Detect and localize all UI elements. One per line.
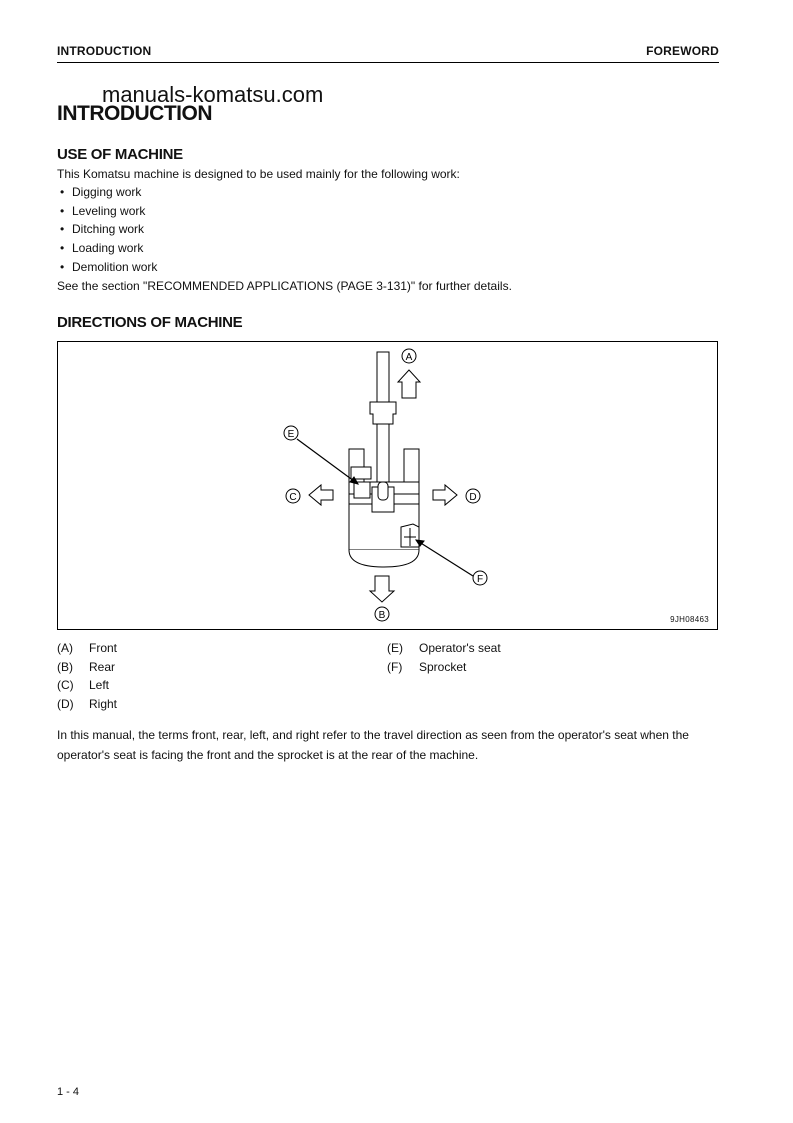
boom-pin-shape [377, 481, 389, 501]
legend-row: (D)Right [57, 697, 118, 712]
svg-text:C: C [289, 492, 296, 503]
running-header-section: INTRODUCTION [57, 44, 152, 58]
machine-top-view-diagram: A B C D E F [283, 348, 488, 622]
use-of-machine-intro: This Komatsu machine is designed to be u… [57, 167, 460, 181]
bullet-icon: • [60, 185, 65, 199]
boom-foot-shape [369, 401, 397, 425]
list-item: •Demolition work [57, 258, 157, 277]
legend-row: (E)Operator's seat [387, 641, 501, 655]
page-title: INTRODUCTION [57, 102, 213, 125]
label-a-marker: A [401, 348, 417, 364]
header-rule [57, 62, 719, 63]
list-item: •Digging work [57, 183, 157, 202]
sprocket-leader-arrowhead [414, 539, 425, 547]
front-arrow-icon [396, 369, 422, 399]
bullet-icon: • [60, 241, 65, 256]
legend-row: (C)Left [57, 678, 110, 693]
directions-heading: DIRECTIONS OF MACHINE [57, 314, 243, 331]
seat-leader-arrowhead [349, 476, 360, 485]
seat-leader-line [296, 438, 359, 485]
rear-arrow-icon [368, 575, 396, 603]
label-c-marker: C [285, 488, 301, 504]
left-arrow-icon [308, 483, 334, 507]
right-arrow-icon [432, 483, 458, 507]
list-item: •Ditching work [57, 220, 157, 239]
bullet-icon: • [60, 222, 65, 237]
counterweight-shape [348, 549, 420, 568]
legend-left: (A)Front (B)Rear (C)Left (D)Right [57, 639, 117, 714]
list-item: •Leveling work [57, 202, 157, 221]
operator-seat-shape [353, 481, 371, 499]
label-d-marker: D [465, 488, 481, 504]
page-number: 1 - 4 [57, 1086, 80, 1098]
svg-text:F: F [477, 574, 483, 585]
label-b-marker: B [374, 606, 390, 622]
directions-paragraph: In this manual, the terms front, rear, l… [57, 728, 689, 762]
svg-text:D: D [469, 492, 476, 503]
svg-text:E: E [288, 429, 295, 440]
watermark-text: manuals-komatsu.com [102, 82, 324, 107]
figure-code: 9JH08463 [670, 615, 709, 624]
label-e-marker: E [283, 425, 299, 441]
use-of-machine-heading: USE OF MACHINE [57, 146, 183, 163]
legend-row: (B)Rear [57, 659, 116, 674]
svg-text:A: A [406, 352, 413, 363]
sprocket-leader-line [415, 539, 474, 577]
label-f-marker: F [472, 570, 488, 586]
legend-row: (F)Sprocket [387, 659, 467, 674]
list-item: •Loading work [57, 239, 157, 258]
see-also-text: See the section "RECOMMENDED APPLICATION… [57, 279, 512, 293]
legend-row: (A)Front [57, 641, 118, 655]
cab-shape [350, 466, 372, 480]
bullet-icon: • [60, 259, 65, 274]
legend-right: (E)Operator's seat (F)Sprocket [387, 639, 501, 676]
work-list: •Digging work •Leveling work •Ditching w… [57, 183, 157, 277]
running-header-chapter: FOREWORD [646, 44, 719, 58]
bullet-icon: • [60, 203, 65, 218]
directions-figure: A B C D E F 9JH08463 [57, 341, 718, 630]
svg-text:B: B [379, 610, 386, 621]
